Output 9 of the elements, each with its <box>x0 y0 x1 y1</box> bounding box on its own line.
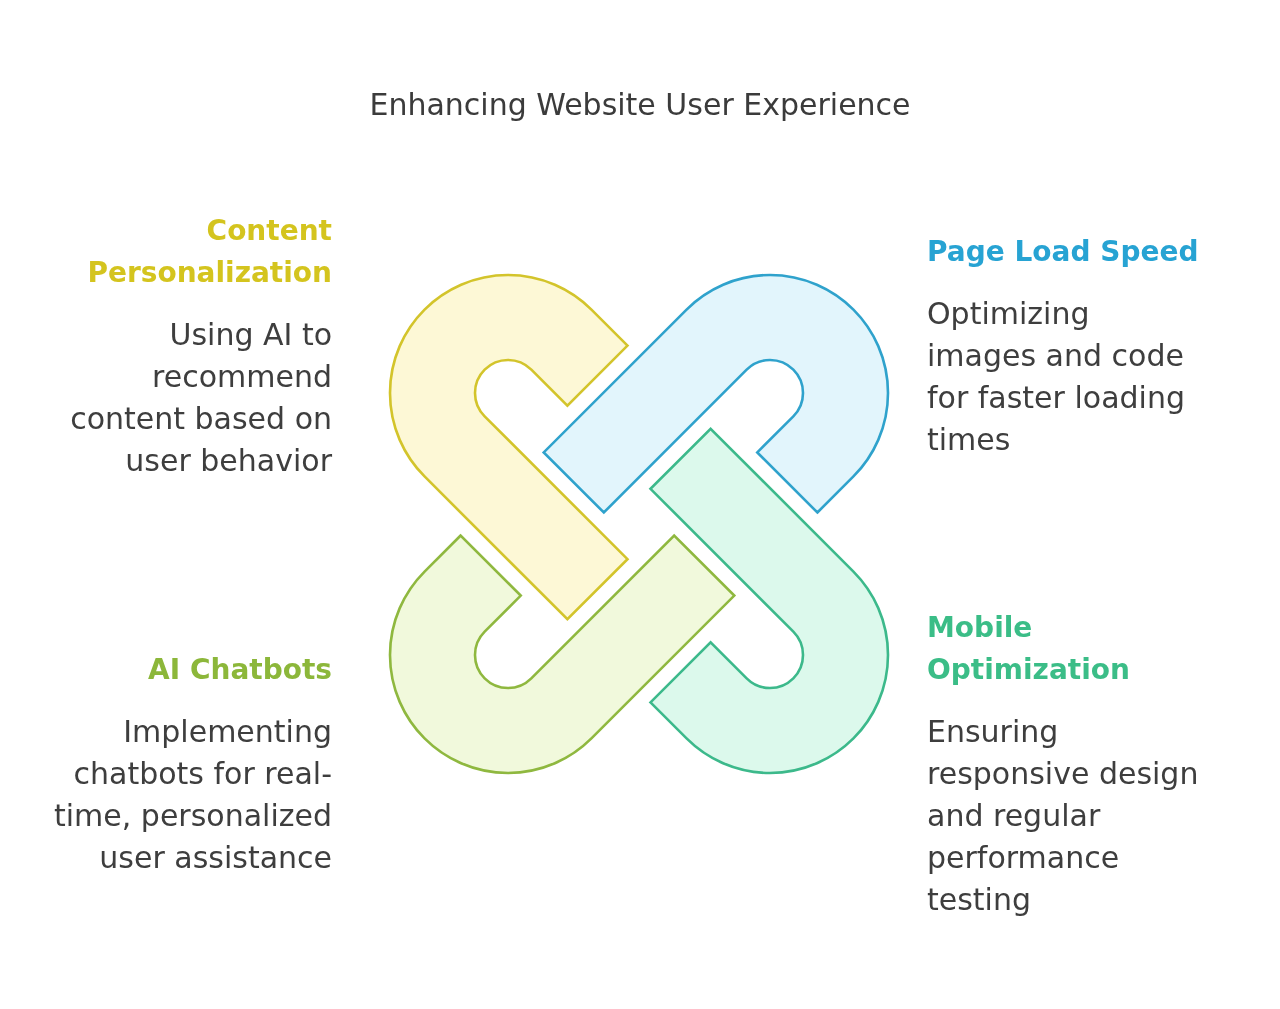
section-description: Using AI to recommend content based on user behavior <box>69 316 332 480</box>
section-heading: Page Load Speed <box>927 234 1199 270</box>
section-heading: AI Chatbots <box>148 652 332 688</box>
section-heading: Content Personalization <box>86 213 332 291</box>
section-description: Ensuring responsive design and regular performance testing <box>927 713 1200 919</box>
section-description: Optimizing images and code for faster loading times <box>927 295 1186 459</box>
diagram-title: Enhancing Website User Experience <box>369 86 911 124</box>
section-heading: Mobile Optimization <box>927 610 1131 688</box>
section-description: Implementing chatbots for real-time, personalized user assistance <box>53 713 332 877</box>
